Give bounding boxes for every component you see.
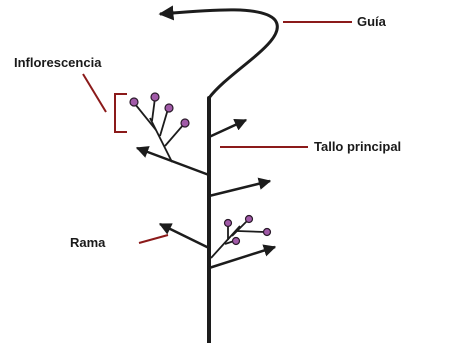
label-rama: Rama bbox=[70, 236, 105, 249]
branch-upper-right bbox=[209, 120, 246, 137]
flower-bud bbox=[181, 119, 189, 127]
flower-bud bbox=[165, 104, 173, 112]
flower-bud bbox=[151, 93, 159, 101]
bracket-inflorescencia bbox=[115, 94, 127, 132]
label-tallo-principal: Tallo principal bbox=[314, 140, 401, 153]
branch-mid-right bbox=[209, 181, 270, 196]
flower-bud bbox=[233, 238, 240, 245]
inflorescence-lower-flowers bbox=[225, 216, 271, 245]
guide-tendril bbox=[160, 10, 277, 98]
leader-line-rama bbox=[139, 235, 168, 243]
inflorescence-upper bbox=[135, 98, 184, 162]
flower-bud bbox=[225, 220, 232, 227]
flower-bud bbox=[130, 98, 138, 106]
label-inflorescencia: Inflorescencia bbox=[14, 56, 101, 69]
label-guia: Guía bbox=[357, 15, 386, 28]
flower-bud bbox=[264, 229, 271, 236]
branch-left-large bbox=[137, 148, 209, 175]
flower-bud bbox=[246, 216, 253, 223]
leader-line-inflorescencia bbox=[83, 74, 106, 112]
